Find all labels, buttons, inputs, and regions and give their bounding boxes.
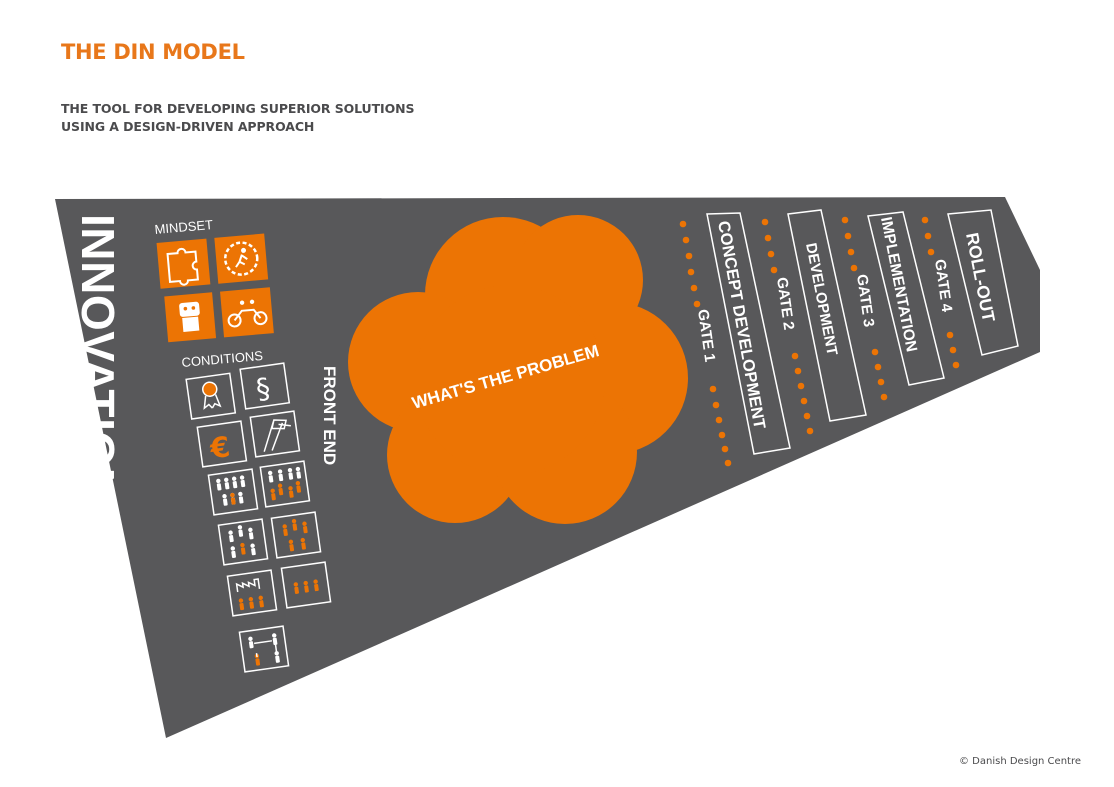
robot-icon bbox=[164, 292, 217, 343]
problem-cloud bbox=[348, 215, 688, 524]
euro-icon bbox=[196, 420, 248, 468]
svg-text:§: § bbox=[254, 371, 272, 406]
gate-3-dots bbox=[841, 216, 888, 401]
innovations-space-label: INNOVATIONS SPACE bbox=[72, 214, 124, 704]
three-people-icon bbox=[280, 561, 332, 609]
page-subtitle: THE TOOL FOR DEVELOPING SUPERIOR SOLUTIO… bbox=[61, 100, 414, 136]
paragraph-law-icon bbox=[239, 362, 291, 410]
factory-people-icon bbox=[226, 569, 278, 617]
phase-box-concept-development bbox=[706, 212, 791, 455]
network-people-icon bbox=[270, 511, 322, 559]
page-title: THE DIN MODEL bbox=[61, 40, 245, 64]
checkered-flags-icon bbox=[249, 410, 301, 458]
tandem-bicycle-icon bbox=[220, 287, 274, 338]
crowd-icon bbox=[259, 460, 311, 508]
gate-dot-lines bbox=[679, 216, 960, 467]
gate-1-dots bbox=[679, 220, 732, 467]
puzzle-icon bbox=[156, 238, 211, 289]
phase-box-development bbox=[787, 209, 867, 422]
conditions-label: CONDITIONS bbox=[181, 348, 264, 370]
conditions-icons: § € bbox=[185, 362, 332, 673]
svg-text:€: € bbox=[207, 430, 232, 466]
subtitle-line-2: USING A DESIGN-DRIVEN APPROACH bbox=[61, 119, 315, 134]
phase-box-implementation bbox=[867, 211, 945, 386]
team-icon bbox=[217, 518, 269, 566]
award-ribbon-icon bbox=[185, 372, 237, 420]
phase-box-roll-out bbox=[947, 209, 1019, 356]
gate-4-dots bbox=[921, 216, 960, 369]
mindset-label: MINDSET bbox=[154, 217, 214, 237]
mindset-icons bbox=[156, 233, 274, 343]
gate-2-dots bbox=[761, 218, 814, 435]
connected-people-icon bbox=[238, 625, 290, 673]
copyright-notice: © Danish Design Centre bbox=[959, 756, 1081, 767]
running-man-gear-icon bbox=[214, 233, 269, 284]
people-group-icon bbox=[207, 468, 259, 516]
subtitle-line-1: THE TOOL FOR DEVELOPING SUPERIOR SOLUTIO… bbox=[61, 101, 415, 116]
front-end-label: FRONT END bbox=[320, 366, 339, 465]
